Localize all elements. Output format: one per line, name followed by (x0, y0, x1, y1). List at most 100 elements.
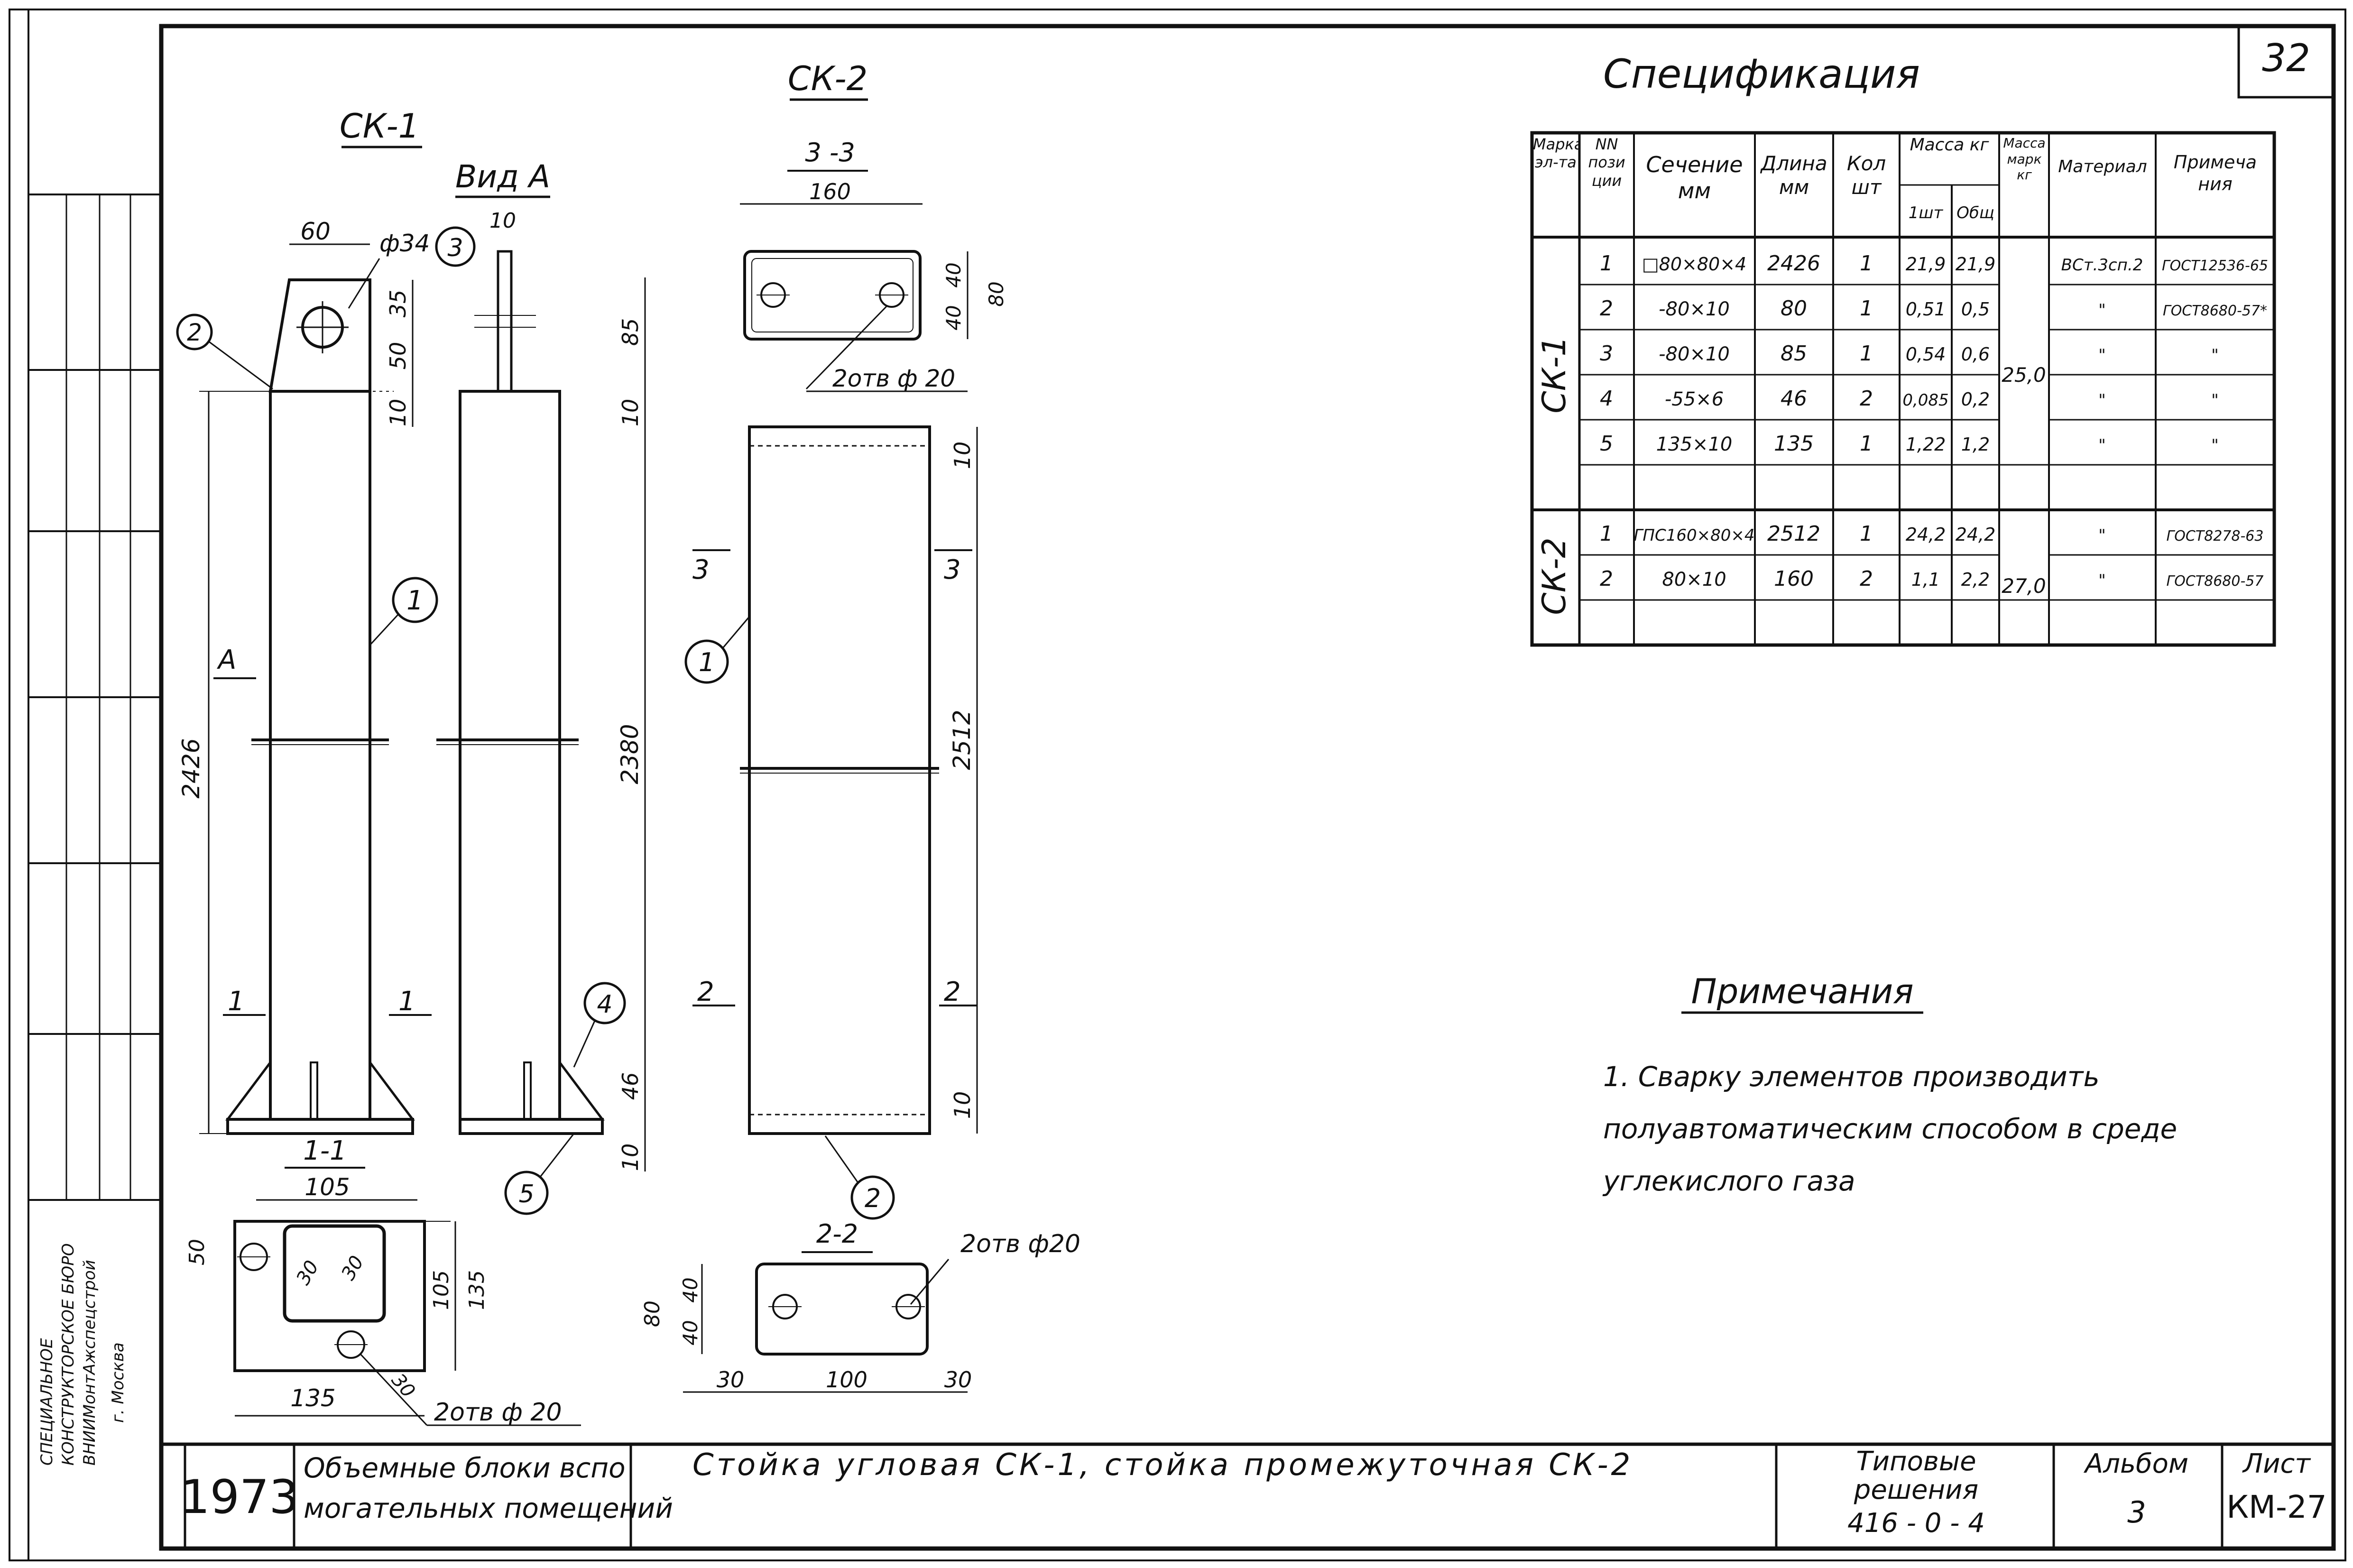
cell-material: " (2098, 346, 2106, 365)
dim-80-sec22: 80 (640, 1301, 664, 1327)
spec-title: Спецификация (1603, 51, 1920, 97)
dim-10-bottom: 10 (618, 1144, 643, 1171)
cell-total: 1,2 (1961, 434, 1990, 455)
view-a-title: Вид А (455, 158, 550, 195)
cell-material: " (2098, 526, 2106, 545)
header-pos: NN пози ции (1588, 135, 1625, 190)
cell-note: " (2211, 346, 2219, 365)
cell-qty: 2 (1860, 387, 1873, 411)
ck1-title: СК-1 (340, 107, 419, 146)
cell-section: ГПС160×80×4 (1633, 526, 1754, 545)
dim-135-right: 135 (465, 1270, 489, 1310)
dim-105-right: 105 (429, 1270, 453, 1310)
dim-10-top: 10 (618, 399, 643, 427)
cell-pos: 4 (1600, 387, 1613, 411)
org-city: г. Москва (109, 1342, 128, 1423)
group-mark-ck2: СК-2 (1536, 537, 1573, 615)
cell-pos: 5 (1600, 432, 1613, 456)
cell-note: ГОСТ8680-57* (2163, 303, 2267, 319)
cell-note: ГОСТ8680-57 (2167, 573, 2264, 590)
dim-100: 100 (826, 1367, 867, 1393)
cell-qty: 1 (1860, 432, 1873, 456)
cell-unit: 0,54 (1906, 344, 1946, 365)
sheet-frame: СПЕЦИАЛЬНОЕ КОНСТРУКТОРСКОЕ БЮРО ВНИИМон… (9, 9, 2346, 1561)
album-value: 3 (2127, 1495, 2146, 1530)
callout-5: 5 (518, 1180, 534, 1208)
spec-row: 3 -80×10 85 1 0,54 0,6 " " (1600, 341, 2219, 366)
spec-row: 2 -80×10 80 1 0,51 0,5 " ГОСТ8680-57* (1600, 296, 2267, 321)
cell-pos: 3 (1600, 341, 1613, 366)
header-mass: Масса кг (1910, 135, 1989, 155)
cell-section: -55×6 (1665, 388, 1724, 410)
project-line2: могательных помещений (304, 1492, 673, 1524)
section-1-1: 1-1 105 50 30 30 105 135 135 30 2отв ф 2… (185, 1135, 581, 1427)
dim-10-ck2-top: 10 (950, 442, 975, 470)
dim-40-sec22-bottom: 40 (679, 1320, 702, 1345)
dim-phi34: ф34 (379, 230, 430, 257)
spec-headers: Марка эл-та NN пози ции Сечение мм Длина… (1533, 135, 2257, 222)
cell-note: ГОСТ12536-65 (2162, 258, 2268, 274)
cell-note: ГОСТ8278-63 (2167, 528, 2264, 544)
year: 1973 (180, 1470, 298, 1524)
section-1-1-title: 1-1 (303, 1135, 346, 1166)
cell-unit: 0,085 (1902, 391, 1948, 410)
group-mark-ck1: СК-1 (1536, 336, 1573, 414)
cell-length: 2512 (1767, 522, 1820, 546)
drawing-title: Стойка угловая СК-1, стойка промежуточна… (692, 1448, 1633, 1483)
cell-material: ВСт.3сп.2 (2061, 256, 2143, 275)
cell-pos: 2 (1600, 567, 1613, 591)
cell-total: 0,2 (1961, 389, 1990, 410)
notes: Примечания 1. Сварку элементов производи… (1602, 971, 2177, 1197)
dim-50: 50 (385, 342, 411, 370)
holes-1-1: 2отв ф 20 (434, 1398, 562, 1427)
org-line3: ВНИИМонтАжспецстрой (80, 1260, 99, 1466)
side-stamp-text: СПЕЦИАЛЬНОЕ КОНСТРУКТОРСКОЕ БЮРО ВНИИМон… (37, 1243, 128, 1466)
section-2-2: 2-2 2отв ф20 80 40 40 30 100 30 (640, 1219, 1080, 1393)
cell-length: 80 (1781, 296, 1807, 321)
header-mass-mark: Масса марк кг (2003, 135, 2046, 183)
dim-40-top: 40 (942, 262, 965, 287)
cell-section: -80×10 (1659, 298, 1730, 320)
cut-mark-3-left: 3 (692, 554, 710, 585)
cell-qty: 2 (1860, 567, 1873, 591)
dim-30-c: 30 (387, 1369, 419, 1402)
callout-4: 4 (597, 990, 612, 1019)
cell-length: 135 (1774, 432, 1814, 456)
cell-material: " (2098, 436, 2106, 455)
spec-grid (1530, 131, 2276, 647)
cell-section: 135×10 (1656, 434, 1733, 455)
dim-30-a: 30 (292, 1257, 323, 1289)
dim-46: 46 (618, 1072, 643, 1100)
cell-qty: 1 (1860, 251, 1873, 276)
cell-unit: 24,2 (1906, 524, 1946, 545)
callout-1-ck2: 1 (699, 647, 715, 677)
cut-mark-3-right: 3 (944, 554, 961, 585)
cell-unit: 0,51 (1906, 299, 1946, 320)
mass-mark-ck2: 27,0 (2002, 574, 2046, 598)
dim-30-b: 30 (337, 1252, 368, 1284)
cell-length: 46 (1781, 387, 1807, 411)
header-mass-unit: 1шт (1909, 203, 1944, 222)
header-mark: Марка эл-та (1533, 135, 1578, 172)
dim-35: 35 (385, 290, 411, 318)
dim-40-sec22-top: 40 (679, 1277, 702, 1302)
header-mass-total: Общ (1956, 203, 1994, 222)
cell-total: 0,6 (1961, 344, 1990, 365)
dim-2426: 2426 (177, 738, 205, 798)
cut-mark-2-right: 2 (944, 977, 961, 1007)
holes-2-2: 2отв ф20 (960, 1230, 1080, 1258)
section-2-2-title: 2-2 (816, 1219, 858, 1249)
dim-2512: 2512 (948, 710, 976, 770)
dim-85: 85 (618, 318, 643, 346)
dim-30-sec22-left: 30 (717, 1367, 745, 1393)
cell-unit: 1,22 (1906, 434, 1946, 455)
side-stamp-grid (28, 194, 161, 1201)
header-qty: Кол шт (1846, 152, 1886, 199)
spec-row: 5 135×10 135 1 1,22 1,2 " " (1600, 432, 2219, 456)
header-section: Сечение мм (1646, 152, 1743, 204)
dim-160: 160 (809, 179, 851, 204)
typical-line3: 416 - 0 - 4 (1847, 1508, 1985, 1539)
ck2-title: СК-2 (788, 59, 867, 98)
cell-length: 85 (1781, 341, 1807, 366)
